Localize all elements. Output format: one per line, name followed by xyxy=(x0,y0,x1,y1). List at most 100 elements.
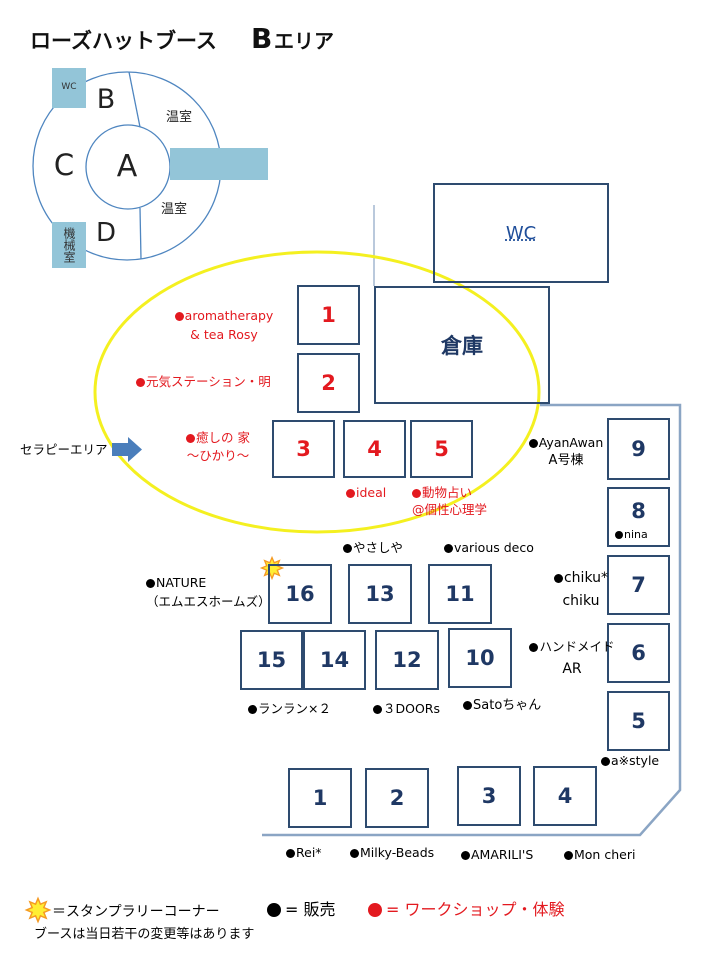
vendor-name: nina xyxy=(624,528,648,541)
sales-dot-icon xyxy=(343,544,352,553)
center-booth-12: 12 xyxy=(375,630,439,690)
overview-divider-upper xyxy=(128,71,141,128)
sales-dot-icon xyxy=(146,579,155,588)
overview-corridor-block xyxy=(170,148,268,180)
workshop-dot-icon xyxy=(186,434,195,443)
center-booth-10: 10 xyxy=(448,628,512,688)
workshop-dot-icon xyxy=(136,378,145,387)
sales-vendor-label: Mon cheri xyxy=(564,846,635,864)
vendor-name: chiku* xyxy=(563,570,608,586)
therapy-booth-1: 1 xyxy=(297,285,360,345)
change-notice: ブースは当日若干の変更等はあります xyxy=(34,927,255,942)
sales-dot-icon xyxy=(267,903,281,917)
vendor-name-line-2: （エムエスホームズ） xyxy=(146,594,271,609)
star-shape xyxy=(24,896,52,924)
right-arrow-icon xyxy=(112,437,142,462)
vendor-name: various deco xyxy=(454,540,534,555)
title-area-suffix: エリア xyxy=(274,29,334,53)
therapy-area-label: セラピーエリア xyxy=(20,442,108,457)
sales-dot-icon xyxy=(373,705,382,714)
workshop-dot-icon xyxy=(174,312,184,321)
vendor-name-line-2: @個性心理学 xyxy=(412,502,488,517)
vendor-name: aromatherapy xyxy=(184,308,274,323)
right-booth-6: 6 xyxy=(607,623,670,683)
sales-vendor-label: nina xyxy=(615,526,648,544)
vendor-label-line: 動物占い xyxy=(412,484,487,501)
vendor-label-line: ハンドメイド xyxy=(528,636,616,658)
vendor-label-line: aromatherapy xyxy=(164,306,284,325)
vendor-name: ３DOORs xyxy=(383,701,441,716)
sales-dot-icon xyxy=(553,574,563,583)
right-booth-8: 8 xyxy=(607,487,670,547)
wc-room-label: WC xyxy=(505,222,537,244)
overview-wc-block xyxy=(52,68,86,108)
title-area-letter: B xyxy=(251,22,273,55)
overview-divider-lower xyxy=(139,207,142,260)
therapy-area-ellipse xyxy=(93,250,541,534)
right-booth-5: 5 xyxy=(607,691,670,751)
legend-stamp-rally-label: ＝スタンプラリーコーナー xyxy=(52,904,220,920)
wc-room: WC xyxy=(433,183,609,283)
sales-dot-icon xyxy=(528,439,538,448)
overview-zone-b: B xyxy=(96,84,116,115)
workshop-vendor-label: aromatherapy & tea Rosy xyxy=(164,306,284,344)
sales-vendor-label: chiku* chiku xyxy=(546,567,616,613)
storage-room: 倉庫 xyxy=(374,286,550,404)
center-booth-13: 13 xyxy=(348,564,412,624)
therapy-booth-4: 4 xyxy=(343,420,406,478)
bottom-booth-2: 2 xyxy=(365,768,429,828)
right-booth-7: 7 xyxy=(607,555,670,615)
sales-vendor-label: ３DOORs xyxy=(373,700,440,718)
overview-greenhouse-upper: 温室 xyxy=(166,110,193,125)
sales-dot-icon xyxy=(350,849,359,858)
vendor-name: ランラン×２ xyxy=(258,701,331,716)
vendor-name: Satoちゃん xyxy=(473,698,542,713)
workshop-dot-icon xyxy=(412,489,421,498)
vendor-name-line-2: ～ひかり～ xyxy=(186,448,250,463)
sales-dot-icon xyxy=(601,757,610,766)
bottom-booth-1: 1 xyxy=(288,768,352,828)
sales-vendor-label: Rei* xyxy=(286,844,322,862)
overview-zone-c: C xyxy=(53,148,75,182)
overview-wc-label: WC xyxy=(61,82,77,92)
legend-workshop-label: = ワークショップ・体験 xyxy=(386,900,565,919)
sales-vendor-label: AyanAwan A号棟 xyxy=(521,434,611,470)
workshop-vendor-label: 動物占い @個性心理学 xyxy=(412,484,487,518)
overview-zone-d: D xyxy=(95,218,117,248)
workshop-vendor-label: 元気ステーション・明 xyxy=(136,373,271,391)
vendor-label-line: 癒しの 家 xyxy=(168,429,268,447)
vendor-name: a※style xyxy=(611,753,660,768)
workshop-vendor-label: 癒しの 家 ～ひかり～ xyxy=(168,429,268,465)
center-booth-15: 15 xyxy=(240,630,303,690)
center-booth-16: 16 xyxy=(268,564,332,624)
legend-star-icon xyxy=(24,896,52,924)
sales-dot-icon xyxy=(248,705,257,714)
vendor-name-line-2: A号棟 xyxy=(548,453,584,468)
sales-vendor-label: ランラン×２ xyxy=(248,700,331,718)
sales-vendor-label: ハンドメイド AR xyxy=(528,636,616,680)
outer-wall xyxy=(262,403,682,837)
therapy-booth-3: 3 xyxy=(272,420,335,478)
legend-sales-label: = 販売 xyxy=(285,900,336,919)
sales-vendor-label: AMARILI'S xyxy=(461,846,533,864)
overview-machine-room-block xyxy=(52,222,86,268)
vendor-label-line: chiku* xyxy=(546,567,616,590)
sales-dot-icon xyxy=(564,851,573,860)
sales-vendor-label: a※style xyxy=(601,752,659,770)
workshop-dot-icon xyxy=(368,903,382,917)
sales-vendor-label: やさしや xyxy=(343,539,403,557)
vendor-label-line: AyanAwan xyxy=(521,434,611,452)
overview-zone-a: A xyxy=(116,149,138,184)
vendor-name: ハンドメイド xyxy=(539,639,615,654)
vendor-name: AyanAwan xyxy=(538,435,604,450)
overview-greenhouse-lower: 温室 xyxy=(161,202,188,217)
therapy-booth-5: 5 xyxy=(410,420,473,478)
storage-room-label: 倉庫 xyxy=(441,334,483,358)
vendor-name: Rei* xyxy=(296,845,322,860)
vendor-name-line-2: & tea Rosy xyxy=(190,327,258,342)
sales-vendor-label: NATURE （エムエスホームズ） xyxy=(146,573,271,611)
vendor-name: Milky-Beads xyxy=(360,845,435,860)
sales-vendor-label: Milky-Beads xyxy=(350,844,434,862)
vendor-name: 動物占い xyxy=(422,485,473,500)
